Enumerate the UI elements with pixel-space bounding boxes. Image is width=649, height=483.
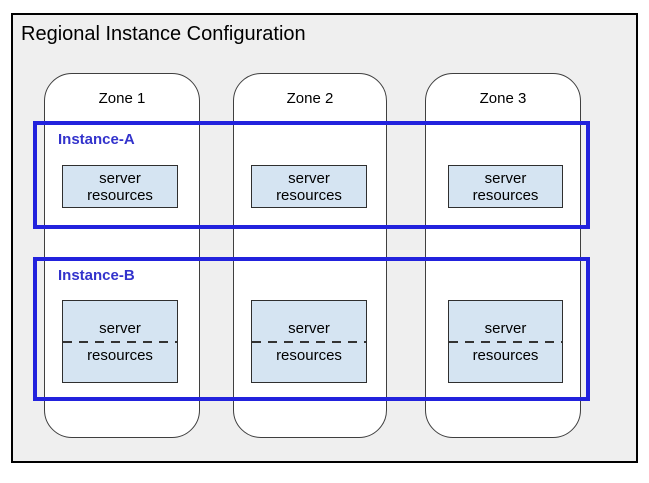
instance-b-boundary: Instance-B bbox=[33, 257, 590, 401]
server-resources-text-line2: resources bbox=[87, 346, 153, 364]
server-resources-text-line2: resources bbox=[472, 186, 539, 204]
zone-3-label: Zone 3 bbox=[479, 90, 527, 107]
server-resources-text-line1: server bbox=[99, 169, 141, 187]
server-resources-text-line1: server bbox=[484, 319, 527, 337]
server-resources-text-line2: resources bbox=[276, 186, 342, 204]
server-resources-box-a1: server resources bbox=[62, 165, 178, 208]
instance-a-label: Instance-A bbox=[58, 131, 135, 148]
server-resources-text-line1: server bbox=[484, 169, 527, 187]
server-resources-text-line1: server bbox=[288, 319, 330, 337]
server-resources-text-line1: server bbox=[99, 319, 141, 337]
server-resources-box-b2: server resources bbox=[251, 300, 367, 383]
server-resources-box-a3: server resources bbox=[448, 165, 563, 208]
server-resources-text-line2: resources bbox=[276, 346, 342, 364]
server-resources-text-line2: resources bbox=[87, 186, 153, 204]
instance-a-boundary: Instance-A bbox=[33, 121, 590, 229]
server-resources-box-a2: server resources bbox=[251, 165, 367, 208]
server-resources-text-line2: resources bbox=[472, 346, 539, 364]
diagram-title: Regional Instance Configuration bbox=[21, 23, 306, 45]
dashed-divider bbox=[449, 340, 562, 343]
dashed-divider bbox=[252, 340, 366, 343]
instance-b-label: Instance-B bbox=[58, 267, 135, 284]
zone-2-label: Zone 2 bbox=[286, 90, 334, 107]
server-resources-text-line1: server bbox=[288, 169, 330, 187]
server-resources-box-b1: server resources bbox=[62, 300, 178, 383]
dashed-divider bbox=[63, 340, 177, 343]
zone-1-label: Zone 1 bbox=[98, 90, 146, 107]
server-resources-box-b3: server resources bbox=[448, 300, 563, 383]
